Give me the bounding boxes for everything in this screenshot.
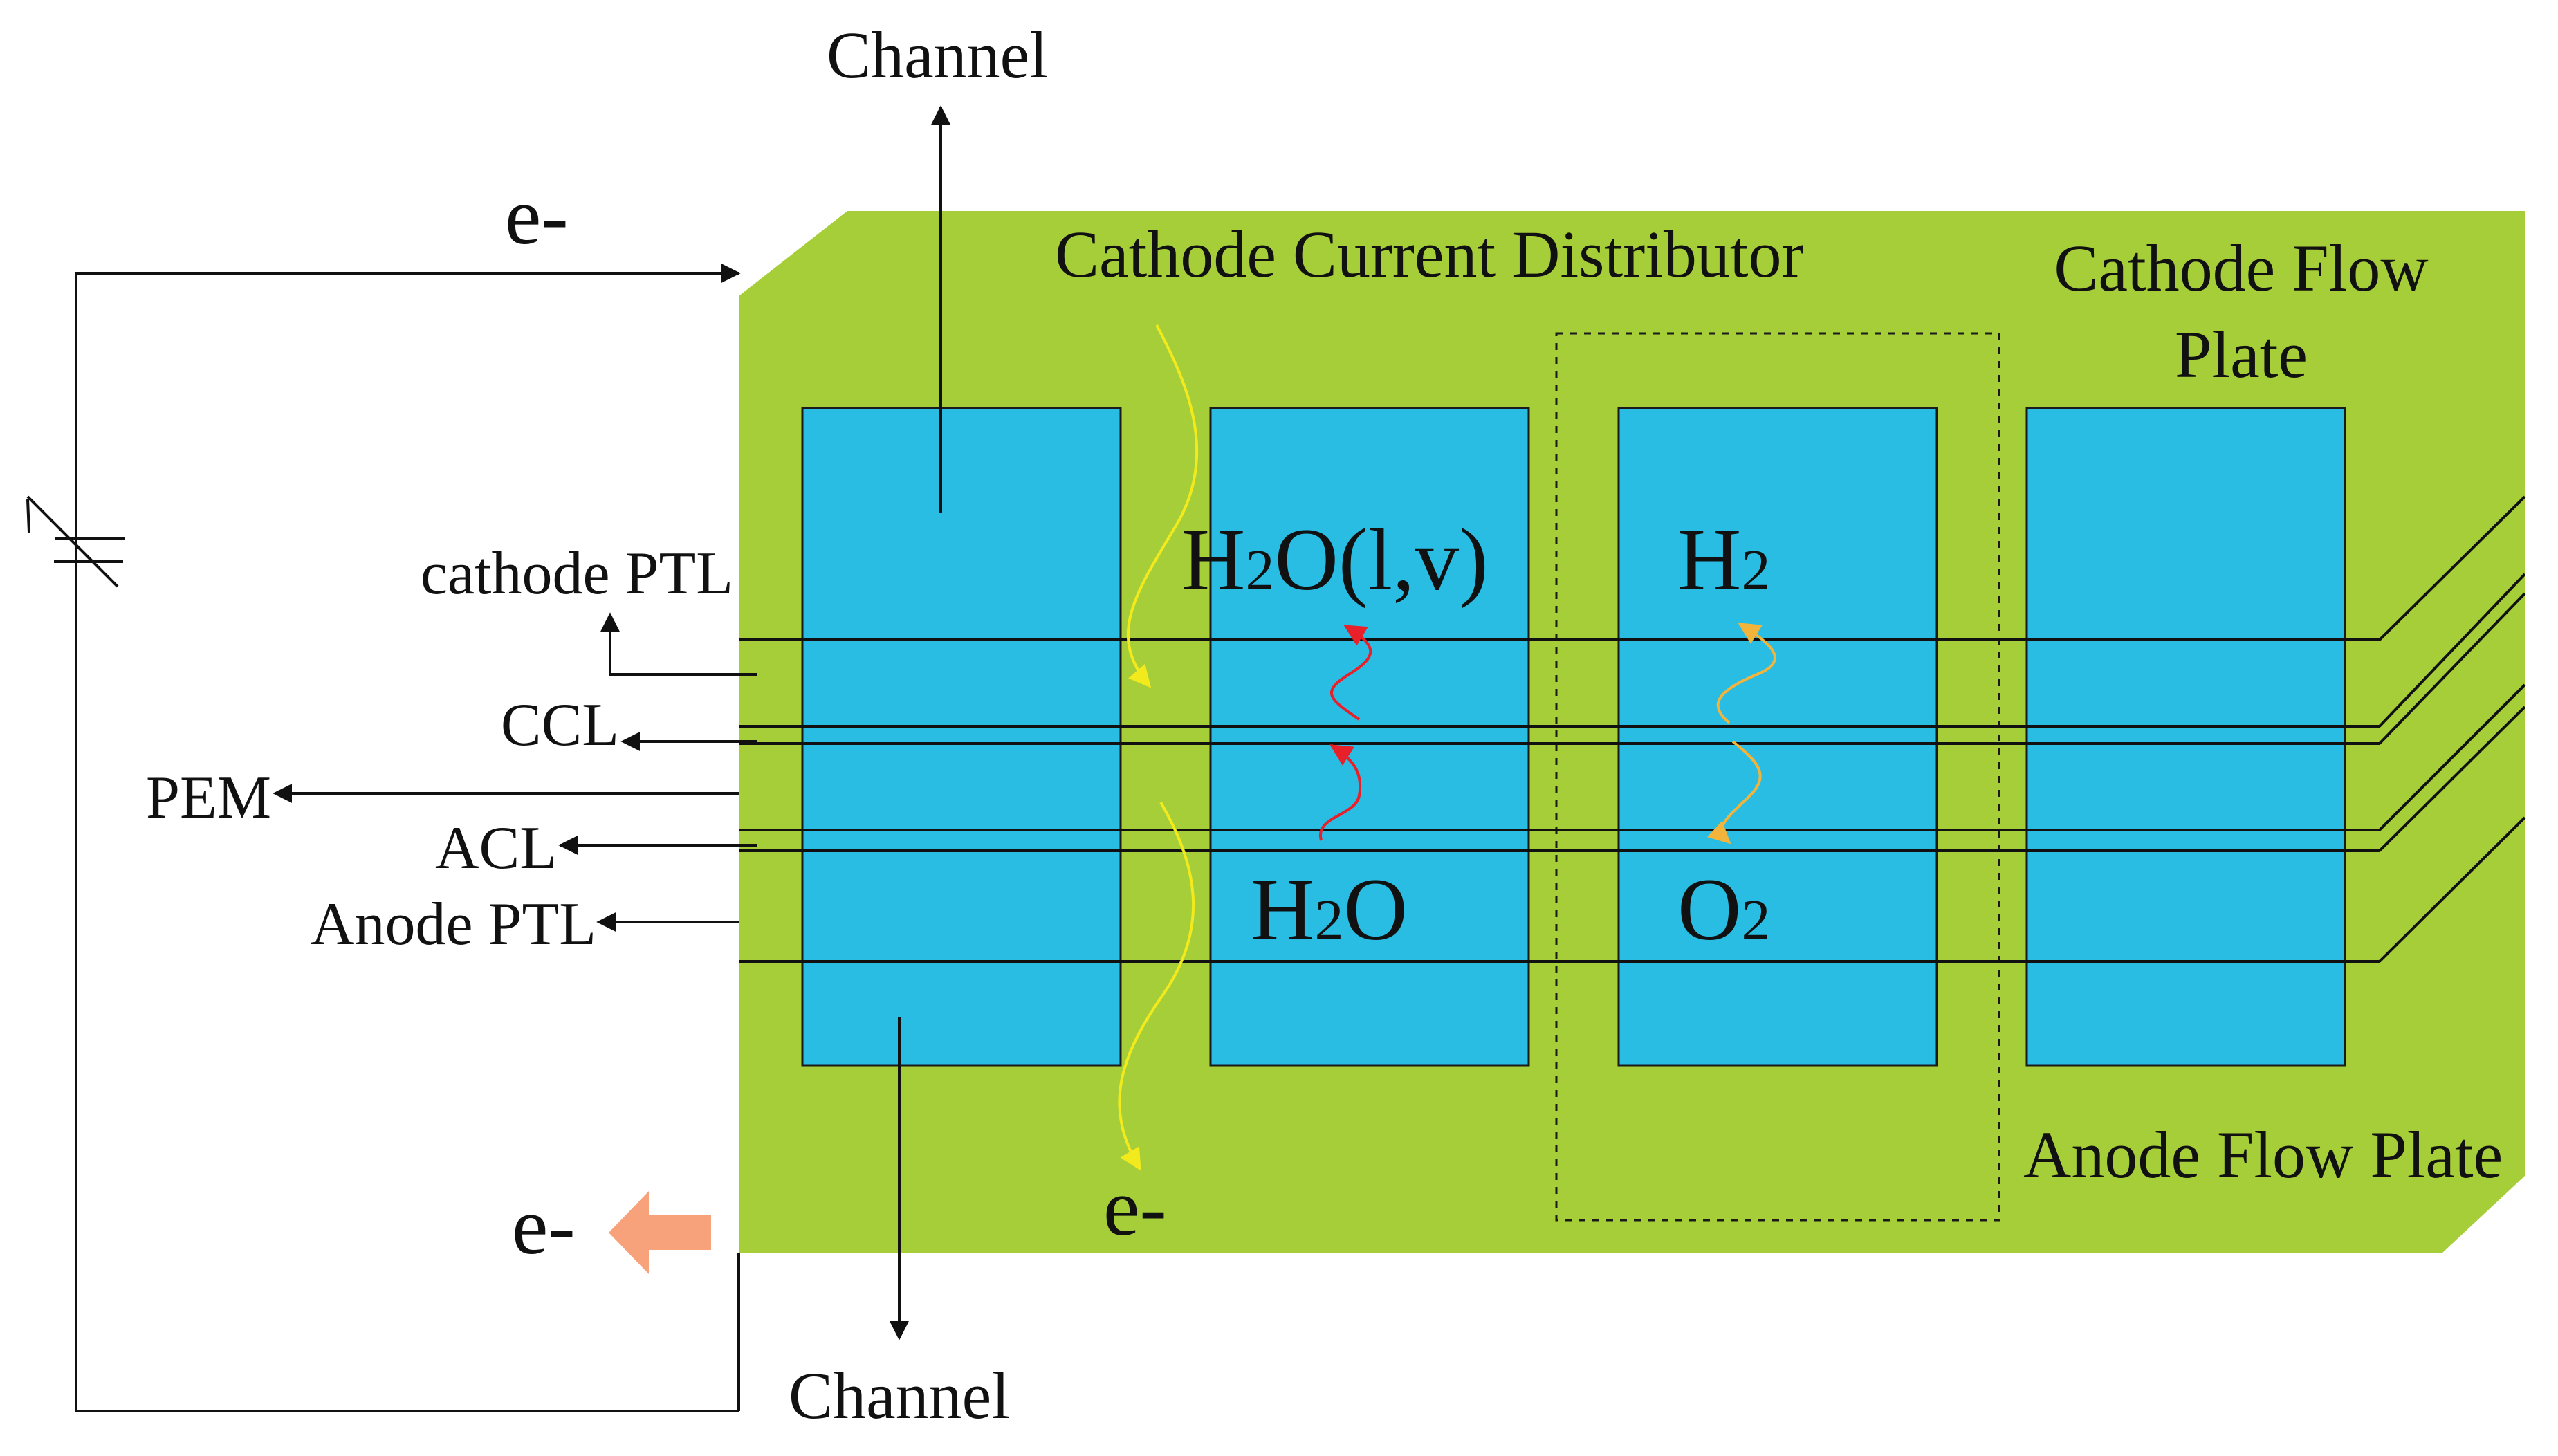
layer-diagonal-3: [2378, 592, 2526, 745]
anode-ptl-label: Anode PTL: [311, 891, 596, 958]
layer-diagonal-4: [2378, 683, 2526, 831]
h2-transport-path: [1716, 623, 1776, 724]
flow-channel-3: [1617, 407, 1938, 1067]
layer-diagonal-5: [2378, 706, 2526, 852]
cathode-flow-plate-label-line1: Cathode Flow: [2054, 231, 2428, 305]
layer-diagonal-6: [2378, 816, 2526, 963]
ccl-label: CCL: [501, 692, 619, 759]
hydrogen-label: H2: [1677, 510, 1770, 609]
channel-top-label: Channel: [827, 18, 1048, 92]
oxygen-label: O2: [1677, 860, 1770, 959]
acl-label: ACL: [435, 815, 557, 882]
channel-bottom-label: Channel: [789, 1358, 1010, 1432]
cathode-current-distributor-label: Cathode Current Distributor: [1055, 217, 1804, 291]
cathode-ptl-pointer: [600, 612, 757, 676]
flow-channel-1: [801, 407, 1122, 1067]
water-liquid-vapor-label: H2O(l,v): [1181, 510, 1489, 609]
anode-flow-plate-label: Anode Flow Plate: [2023, 1118, 2503, 1192]
flow-channel-4: [2025, 407, 2346, 1067]
variable-power-source-icon: [26, 495, 125, 588]
cathode-flow-plate-label-line2: Plate: [2175, 317, 2308, 391]
cathode-ptl-label: cathode PTL: [421, 540, 733, 607]
electron-flow-label: e-: [1103, 1162, 1167, 1253]
water-transport-path-lower: [1318, 744, 1362, 841]
o2-transport-path: [1706, 740, 1762, 845]
electron-path-lower: [1118, 801, 1195, 1171]
pem-label: PEM: [146, 764, 271, 831]
water-transport-path-upper: [1330, 625, 1372, 721]
electron-flow-arrow-icon: [609, 1191, 711, 1274]
electron-top-label: e-: [505, 171, 569, 261]
external-circuit-wire: [75, 264, 741, 1412]
electron-bottom-label: e-: [512, 1181, 576, 1271]
layer-diagonal-2: [2378, 573, 2526, 728]
flow-channel-2: [1209, 407, 1530, 1067]
unit-cell-boundary: [1555, 332, 2000, 1222]
electron-path-upper: [1126, 324, 1199, 688]
layer-diagonal-1: [2378, 495, 2526, 641]
water-label: H2O: [1251, 860, 1408, 959]
